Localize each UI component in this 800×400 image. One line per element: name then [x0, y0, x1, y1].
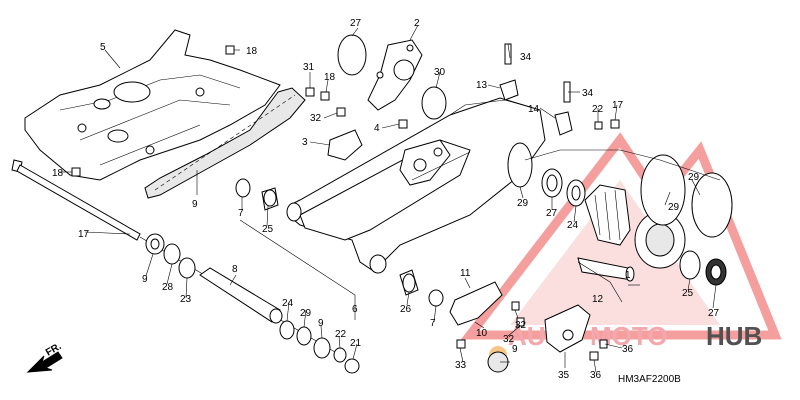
callout-29a: 29 — [668, 202, 680, 213]
callout-34b: 34 — [582, 88, 594, 99]
fasteners — [71, 43, 620, 361]
washer-21 — [333, 347, 347, 363]
guide-strip — [144, 87, 306, 199]
callout-9a: 9 — [142, 274, 148, 285]
callout-24b: 25 — [682, 288, 694, 299]
callout-7a: 7 — [238, 208, 244, 219]
callout-35: 35 — [558, 370, 570, 381]
swingarm — [286, 97, 546, 274]
callout-8: 8 — [232, 264, 238, 275]
callout-13: 11 — [460, 268, 471, 279]
callout-18c: 18 — [52, 168, 64, 179]
callout-24a: 24 — [567, 220, 579, 231]
ring-30 — [421, 86, 447, 120]
callout-29b: 29 — [688, 172, 700, 183]
final-drive — [634, 211, 727, 286]
callout-18a: 18 — [246, 46, 258, 57]
callout-36b: 36 — [590, 370, 602, 381]
callout-25b: 26 — [400, 304, 412, 315]
watermark: AUTO MOTO HUB — [460, 132, 782, 364]
callout-18b: 18 — [324, 72, 336, 83]
ring-22a — [178, 257, 196, 279]
diagram-code: HM3AF2200B — [618, 374, 681, 385]
callout-32b: 32 — [515, 320, 527, 331]
callout-27b: 29 — [300, 308, 312, 319]
leader-lines — [60, 24, 721, 373]
callout-17: 17 — [78, 229, 90, 240]
ring-27a — [163, 243, 181, 265]
callout-32c: 32 — [503, 334, 515, 345]
callout-32a: 32 — [310, 113, 322, 124]
callout-labels: 2 27 5 18 31 18 30 34 13 34 22 17 14 32 … — [44, 18, 720, 385]
bushing-7a — [235, 178, 251, 198]
callout-15a: 13 — [476, 80, 488, 91]
callout-28: 29 — [517, 198, 529, 209]
callout-33: 33 — [455, 360, 467, 371]
collar-pipe — [199, 267, 281, 323]
callout-36a: 36 — [622, 344, 634, 355]
boot — [584, 184, 631, 246]
bushing-7b — [428, 289, 444, 307]
callout-3: 3 — [302, 137, 308, 148]
callout-22b: 24 — [282, 298, 294, 309]
seal-ring — [507, 142, 533, 188]
ring-23 — [337, 34, 367, 76]
callout-14: 12 — [592, 294, 604, 305]
ring-27b — [296, 326, 312, 346]
callout-12: 10 — [476, 328, 488, 339]
callout-21: 22 — [335, 329, 347, 340]
callout-26b: 27 — [708, 308, 720, 319]
callout-9b: 9 — [318, 318, 324, 329]
callout-6: 6 — [352, 304, 358, 315]
washer-9b — [313, 337, 331, 359]
nut-19 — [344, 358, 360, 374]
cover-plate — [367, 39, 423, 111]
callout-23: 27 — [350, 18, 362, 29]
callout-15b: 14 — [528, 104, 540, 115]
o-ring-b — [691, 172, 733, 238]
front-arrow-icon — [26, 351, 63, 373]
callout-19: 21 — [350, 338, 362, 349]
bracket-35 — [544, 304, 591, 353]
drawing — [11, 24, 733, 374]
callout-27a: 28 — [162, 282, 174, 293]
callout-7b: 7 — [430, 318, 436, 329]
callout-31: 31 — [303, 62, 315, 73]
o-ring-a — [640, 154, 686, 226]
watermark-text-hub: HUB — [706, 321, 762, 351]
callout-5: 5 — [100, 42, 106, 53]
ring-22b — [279, 320, 295, 340]
skid-plate — [24, 29, 281, 181]
watermark-triangle-inner — [510, 180, 720, 325]
bracket-3 — [327, 129, 363, 161]
callout-26a: 27 — [546, 208, 558, 219]
callout-25a: 25 — [262, 224, 274, 235]
callout-2: 2 — [414, 18, 420, 29]
callout-4: 4 — [374, 123, 380, 134]
callout-11: 9 — [512, 344, 518, 355]
callout-16: 17 — [612, 100, 624, 111]
bracket-13 — [449, 281, 503, 326]
callout-1: 1 — [625, 270, 631, 281]
callout-22a: 23 — [180, 294, 192, 305]
callout-34a: 34 — [520, 52, 532, 63]
callout-20: 22 — [592, 104, 604, 115]
callout-30: 30 — [434, 67, 446, 78]
callout-10: 9 — [192, 199, 198, 210]
